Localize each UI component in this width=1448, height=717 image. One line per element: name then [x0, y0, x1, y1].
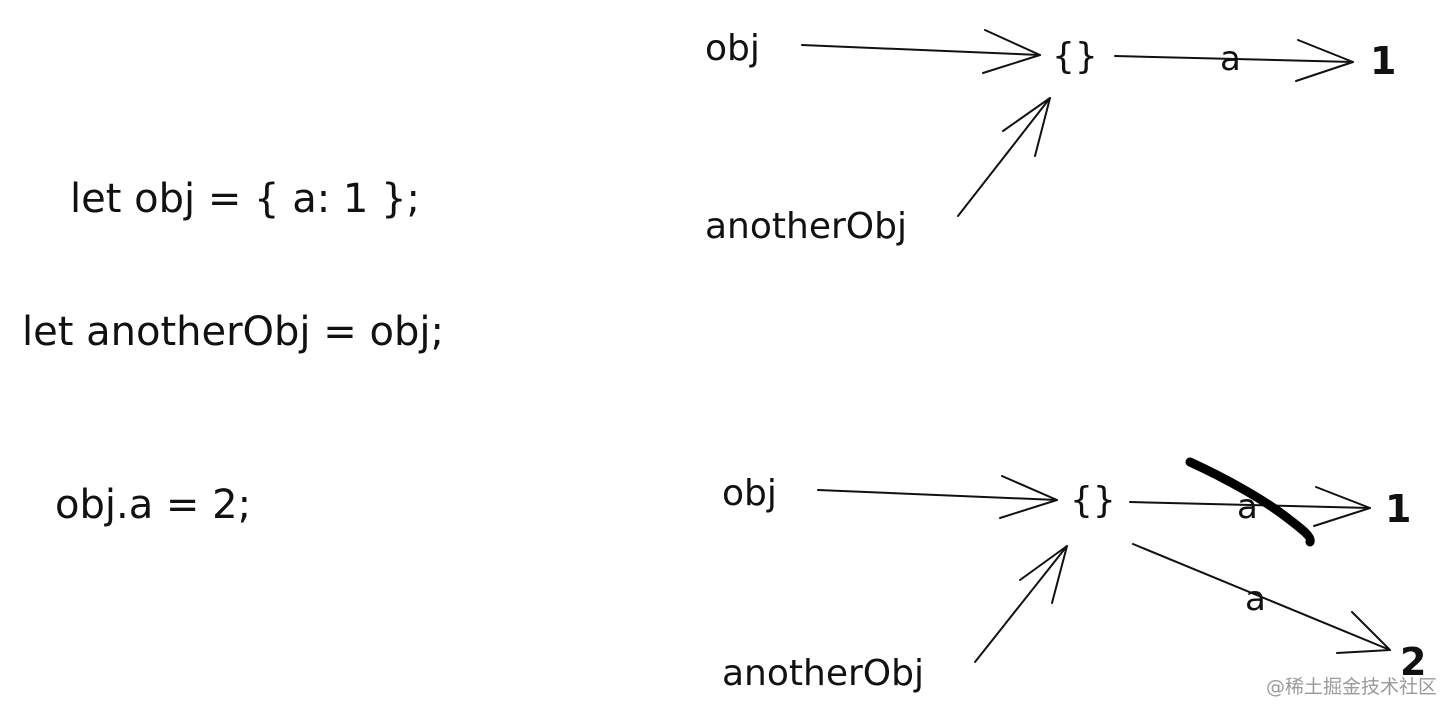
strike-through-mark: [1185, 457, 1315, 547]
code-line-1: let obj = { a: 1 };: [70, 176, 420, 222]
new-edge-label-a: a: [1245, 579, 1266, 619]
object-node: {}: [1052, 36, 1098, 77]
obj-label: obj: [705, 28, 760, 69]
new-value-node: 2: [1400, 640, 1426, 684]
arrow-anotherobj-to-object: [974, 545, 1068, 663]
arrow-object-to-value: [1114, 39, 1354, 82]
diagram-before: obj anotherObj {} a 1: [705, 28, 1396, 247]
obj-label: obj: [722, 473, 777, 514]
arrow-obj-to-object: [817, 475, 1058, 519]
diagram-after: obj anotherObj {} a 1 a 2: [722, 457, 1426, 694]
value-node: 1: [1370, 39, 1396, 83]
code-line-2: let anotherObj = obj;: [22, 309, 444, 355]
another-obj-label: anotherObj: [705, 206, 907, 247]
another-obj-label: anotherObj: [722, 653, 924, 694]
arrow-object-to-new-value: [1132, 543, 1391, 654]
object-node: {}: [1070, 480, 1116, 521]
watermark: @稀土掘金技术社区: [1266, 676, 1437, 698]
code-line-3: obj.a = 2;: [55, 482, 251, 528]
old-value-node: 1: [1385, 487, 1411, 531]
arrow-obj-to-object: [801, 29, 1041, 74]
arrow-anotherobj-to-object: [957, 97, 1051, 217]
arrow-object-to-old-value: [1129, 486, 1371, 527]
